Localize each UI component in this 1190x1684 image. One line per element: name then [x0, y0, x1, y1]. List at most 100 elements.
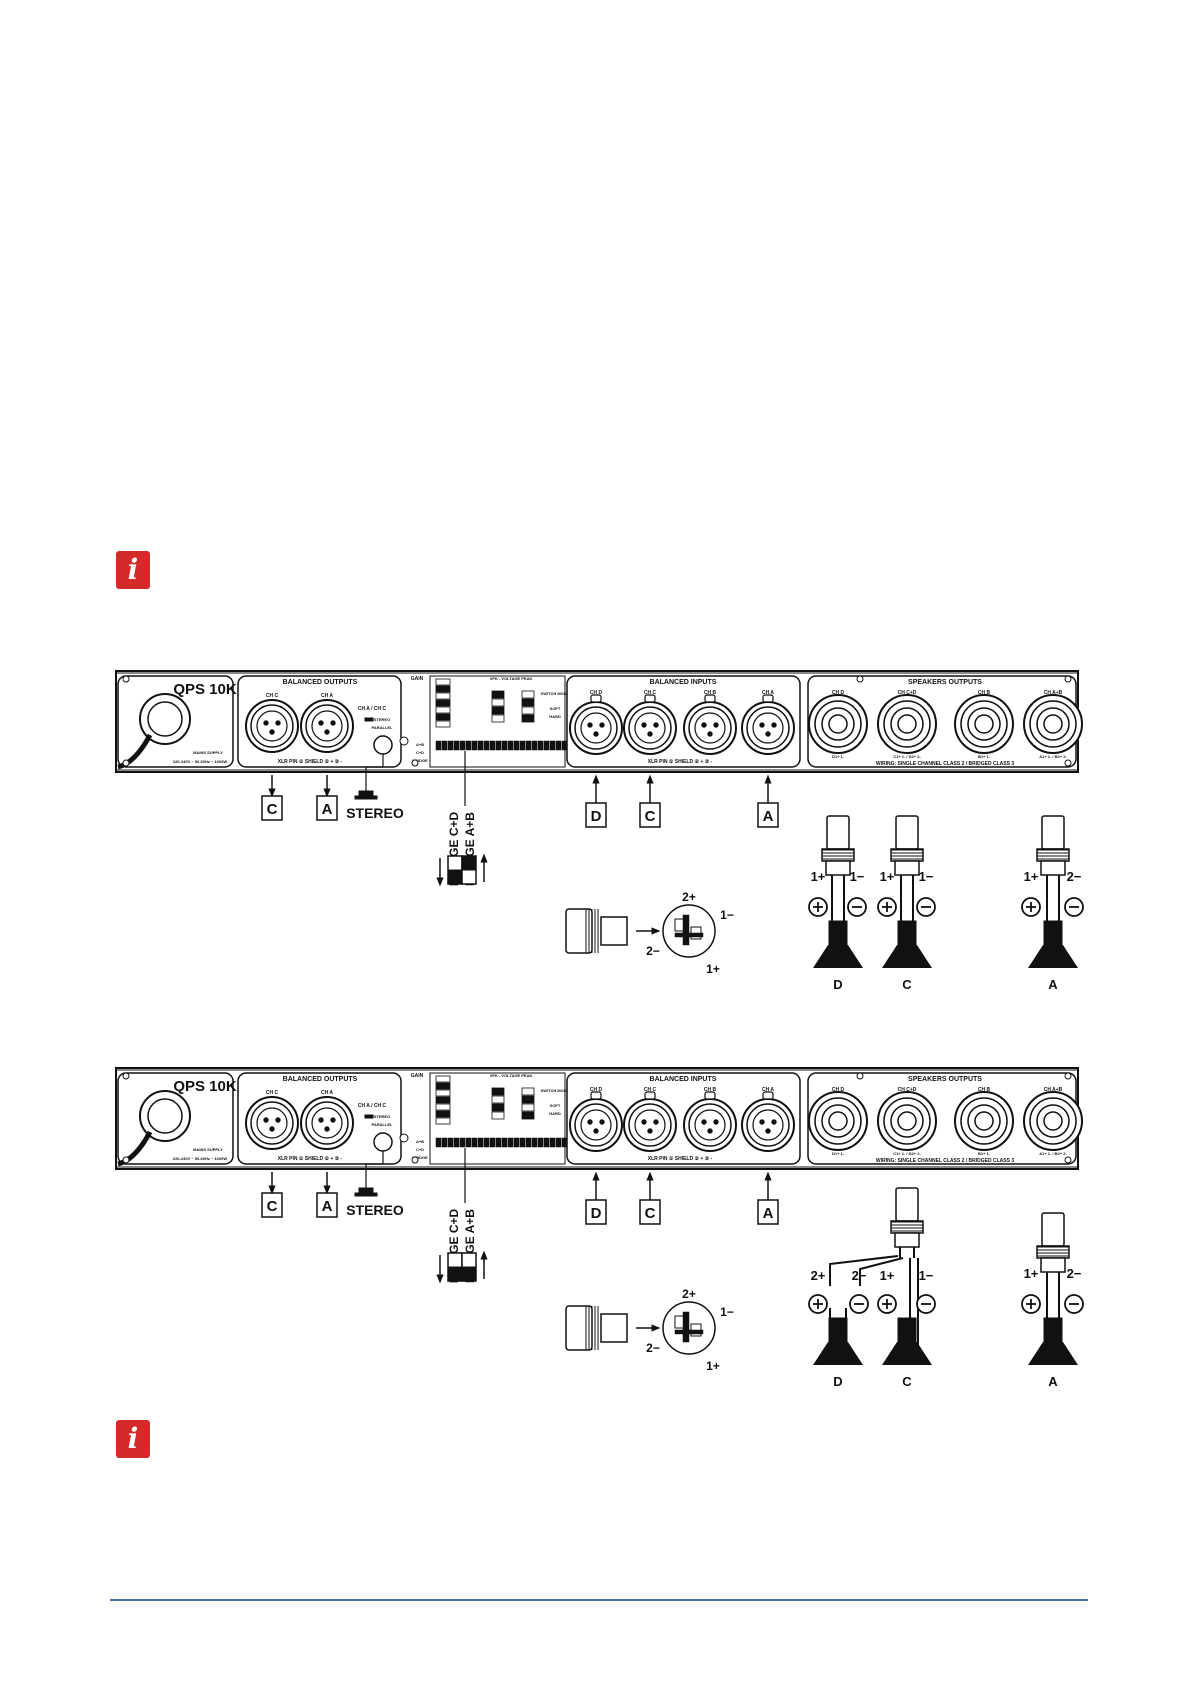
- screw: [856, 1072, 864, 1080]
- speakon-ring: [821, 1104, 855, 1138]
- xlr-pin: [765, 1128, 771, 1134]
- speakon-center: [1043, 714, 1063, 734]
- plug-boot: [1040, 1257, 1066, 1273]
- power-inlet-inner: [147, 1098, 183, 1134]
- minus-terminal-icon: [847, 897, 867, 917]
- xlr-pin: [330, 720, 336, 726]
- xlr-pin: [707, 731, 713, 737]
- dip-cell: [435, 685, 451, 693]
- power-cable-icon: [117, 675, 234, 770]
- xlr-inner: [634, 712, 666, 744]
- pin-label: 1+: [706, 1359, 720, 1373]
- xlr-latch: [704, 694, 716, 703]
- plug-face-bar: [682, 914, 690, 946]
- dip-cell: [521, 706, 535, 715]
- xlr-inner: [752, 1109, 784, 1141]
- dip-cell: [501, 740, 508, 751]
- speakon-ring: [967, 707, 1001, 741]
- xlr-outer: [623, 701, 677, 755]
- model-label: QPS 10K: [173, 1078, 237, 1095]
- dip-cell: [525, 740, 532, 751]
- pin-label: 1−: [919, 1268, 934, 1283]
- dip-cell: [543, 740, 550, 751]
- plug-body: [826, 815, 850, 850]
- plug-body: [895, 815, 919, 850]
- dip-cell: [459, 740, 466, 751]
- mode-label: STEREO: [374, 1114, 390, 1119]
- mode-label: CH A / CH C: [358, 706, 387, 712]
- mode-label: STEREO: [374, 717, 390, 722]
- xlr-pin: [707, 1128, 713, 1134]
- speaker-label: C: [902, 977, 912, 992]
- bridge-small-label: C+D: [416, 750, 424, 755]
- xlr-ring: [305, 704, 349, 748]
- inputs-title: BALANCED INPUTS: [650, 679, 717, 686]
- xlr-pin: [263, 720, 269, 726]
- speakon-plug-icon: [890, 1187, 924, 1248]
- dip-cell: [519, 740, 526, 751]
- xlr-pin: [275, 720, 281, 726]
- dip-cell: [491, 1103, 505, 1112]
- channel-label: CH D: [832, 690, 845, 696]
- xlr-outer: [300, 1096, 354, 1150]
- xlr-latch: [590, 694, 602, 703]
- speaker-label: A: [1048, 977, 1058, 992]
- xlr-pin: [318, 720, 324, 726]
- stereo-label: STEREO: [346, 1202, 404, 1218]
- dip-cell: [491, 1095, 505, 1104]
- speakon-center: [828, 714, 848, 734]
- pin-label: 2−: [1067, 1266, 1082, 1281]
- speaker-cone: [882, 1342, 932, 1365]
- label-box: [757, 802, 779, 828]
- channel-label: CH C: [266, 1090, 279, 1096]
- plug-side-tip: [600, 916, 628, 946]
- speakon-ring: [1036, 1104, 1070, 1138]
- channel-label: CH A: [321, 1090, 333, 1096]
- channel-label: CH B: [978, 690, 991, 696]
- dip-cell: [441, 1137, 448, 1148]
- minus-terminal-icon: [1064, 897, 1084, 917]
- dip-knob: [461, 855, 477, 871]
- speakon-outer: [877, 694, 937, 754]
- wiring-label: WIRING: SINGLE CHANNEL CLASS 2 / BRIDGED…: [876, 761, 1014, 767]
- xlr-inner: [256, 710, 288, 742]
- xlr-latch: [644, 1091, 656, 1100]
- minus-terminal-icon: [916, 897, 936, 917]
- bridge-small-label: BRIDGE: [412, 1155, 428, 1160]
- pin-label: 1−: [850, 869, 865, 884]
- xlr-connector-icon: [569, 1091, 623, 1152]
- dip-cell: [471, 1137, 478, 1148]
- dip-cell: [483, 1137, 490, 1148]
- dip-cell: [477, 1137, 484, 1148]
- dip-cell: [435, 1089, 451, 1097]
- xlr-outer: [569, 1098, 623, 1152]
- speakon-center: [1043, 1111, 1063, 1131]
- speakon-connector-icon: [877, 694, 937, 754]
- channel-label: CH C: [644, 690, 657, 696]
- speaker-pin-label: B1+ 1-: [978, 1151, 991, 1156]
- xlr-pin: [263, 1117, 269, 1123]
- inputs-title: BALANCED INPUTS: [650, 1076, 717, 1083]
- xlr-inner: [634, 1109, 666, 1141]
- xlr-pin: [771, 722, 777, 728]
- speakon-plug-icon: [821, 815, 855, 876]
- hard-label: HARD: [549, 1111, 561, 1116]
- dip-knob: [461, 1266, 477, 1282]
- mains-label: MAINS SUPPLY: [193, 1147, 223, 1152]
- xlr-pin: [330, 1117, 336, 1123]
- stereo-label: STEREO: [346, 805, 404, 821]
- soft-label: SOFT: [550, 1103, 561, 1108]
- channel-label: CH B: [704, 690, 717, 696]
- dip-cell: [491, 690, 505, 699]
- xlr-pin: [269, 729, 275, 735]
- dip-cell: [435, 720, 451, 728]
- stereo-switch-icon: [358, 1187, 374, 1194]
- dip-cell: [435, 1082, 451, 1090]
- channel-label: CH A: [321, 693, 333, 699]
- mode-button: [373, 735, 393, 755]
- channel-label: CH C+D: [898, 690, 917, 696]
- dip-cell: [483, 740, 490, 751]
